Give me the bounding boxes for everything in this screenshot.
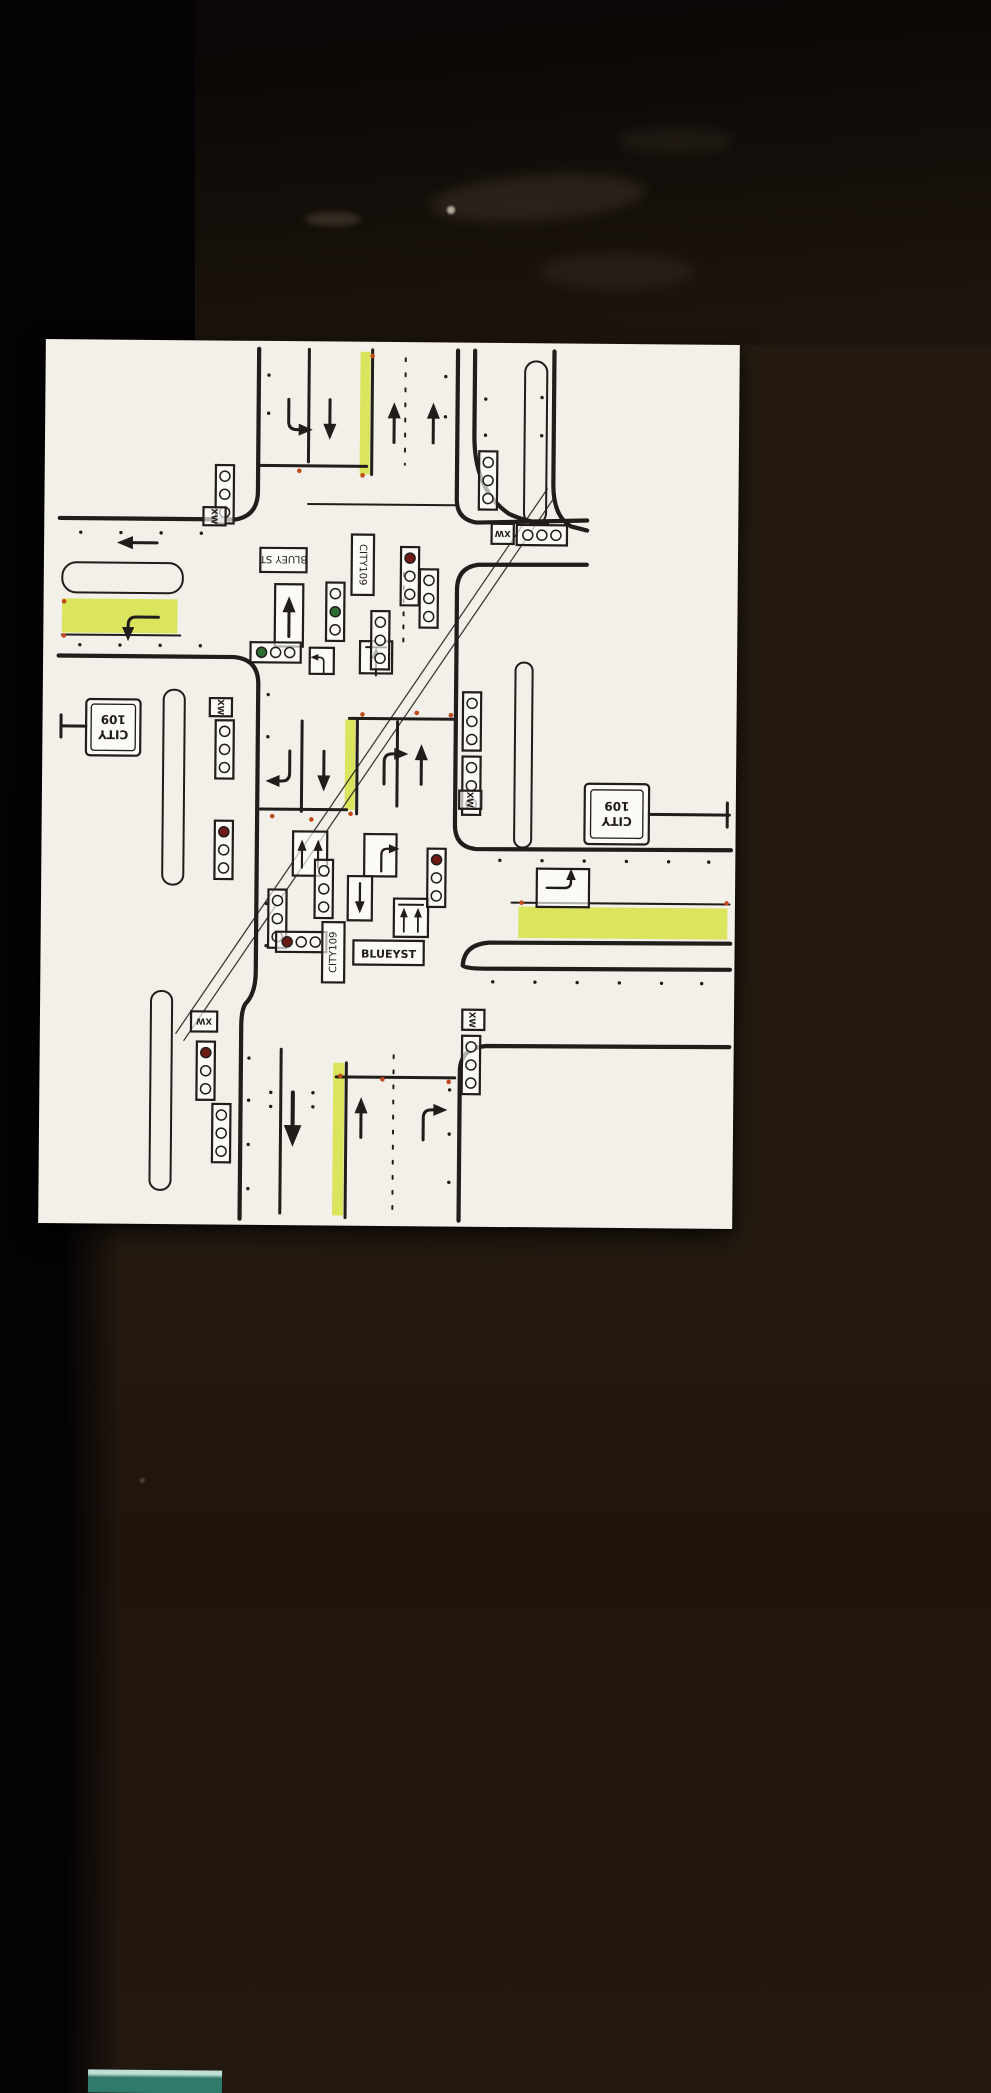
traffic-signal-icon [214, 719, 235, 780]
street-signs: CITY 109 CITY 109 BLUEY ST [59, 533, 731, 984]
median-island [148, 989, 174, 1191]
highlight-lane [359, 351, 371, 475]
street-label-bluey-st-top: BLUEY ST [259, 546, 308, 574]
sign-text: CITY [601, 814, 632, 828]
crosswalk-label: XW [494, 528, 511, 538]
median-island [513, 661, 534, 849]
street-label-city109-mid: CITY109 [320, 920, 346, 984]
arrow-box [535, 867, 591, 909]
sign-text: 109 [101, 712, 126, 726]
diagonal-guide-lines [175, 488, 556, 1042]
sign-text: CITY [98, 727, 129, 741]
median-island [61, 561, 184, 595]
traffic-signal-icon [249, 641, 302, 664]
street-label: CITY109 [357, 544, 368, 585]
arrow-box [362, 832, 401, 878]
highlight-lane [331, 1062, 345, 1216]
street-label: CITY109 [328, 932, 339, 973]
sign-text: 109 [604, 799, 629, 813]
traffic-signal-icon [369, 609, 391, 671]
lane-arrow-turn-icon [263, 749, 292, 789]
traffic-signal-icon [460, 1034, 482, 1096]
crosswalk-label: XW [208, 508, 218, 525]
edge-dots [78, 373, 711, 1191]
median-island [161, 688, 186, 886]
crosswalk-signal-icon: XW [208, 696, 234, 718]
traffic-signal-icon [213, 819, 235, 881]
traffic-signal-icon [324, 581, 346, 643]
traffic-signal-icon [477, 450, 499, 511]
crosswalk-signal-icon: XW [189, 1010, 219, 1033]
boxed-arrow-signs [273, 582, 591, 939]
traffic-signal-icon [418, 568, 440, 629]
traffic-signal-icon [274, 930, 328, 954]
traffic-signal-icon [210, 1102, 232, 1164]
street-label: BLUEYST [361, 948, 417, 961]
lane-arrow-straight-icon [385, 400, 403, 445]
lane-arrow-straight-icon [413, 742, 430, 786]
crosswalk-label: XW [195, 1015, 212, 1025]
traffic-signal-icon [195, 1040, 217, 1102]
lane-arrow-straight-icon [315, 749, 333, 794]
table-speck [447, 206, 455, 214]
lane-arrow-straight-icon [352, 1095, 370, 1139]
street-label: BLUEY ST [259, 553, 307, 564]
crosswalk-label: XW [464, 792, 474, 809]
dark-top-left-corner [0, 0, 195, 362]
arrow-box [346, 874, 374, 922]
table-speck [140, 1478, 145, 1483]
street-label-city109-top: CITY109 [350, 533, 376, 597]
stop-bar-marker-dots [61, 353, 729, 1085]
crosswalk-label: XW [215, 699, 225, 716]
traffic-signal-icon [515, 523, 569, 547]
crosswalk-signal-icon: XW [461, 1008, 486, 1032]
traffic-signal-icon [313, 858, 335, 920]
street-label-bluey-st-mid: BLUEYST [352, 939, 425, 967]
table-scratch [305, 212, 361, 226]
arrow-box [273, 582, 305, 648]
arrow-box [392, 897, 430, 939]
traffic-signal-icon [461, 691, 483, 752]
lane-arrow-left-icon [115, 534, 159, 551]
lane-arrow-straight-icon [284, 1092, 302, 1146]
median-island [522, 360, 549, 526]
table-smudge [618, 128, 733, 154]
traffic-signal-icon [399, 545, 421, 607]
lane-markings [60, 347, 731, 1220]
lane-arrow-straight-icon [321, 398, 339, 442]
lane-arrow-straight-icon [425, 401, 442, 445]
street-sign-city-109-right: CITY 109 [583, 782, 731, 846]
arrow-box [308, 646, 336, 676]
crosswalk-signal-icon: XW [457, 789, 483, 811]
traffic-signal-icon [425, 847, 447, 909]
highlight-lane [61, 598, 178, 634]
highlight-lane [518, 906, 728, 940]
hand-drawn-intersection-map: XW XW XW XW XW [56, 346, 734, 1223]
crosswalk-label: XW [466, 1012, 476, 1029]
crosswalk-signal-icon: XW [490, 522, 515, 546]
teal-object-edge [87, 2069, 223, 2093]
traffic-signals [195, 450, 569, 1164]
table-surface-bottom [0, 1233, 991, 2093]
paper-sheet: XW XW XW XW XW [38, 338, 740, 1230]
street-sign-city-109-left: CITY 109 [59, 697, 142, 757]
crosswalk-signal-icon: XW [202, 506, 227, 527]
crosswalk-signals: XW XW XW XW XW [189, 506, 515, 1033]
table-smudge [540, 253, 695, 289]
highlight-lane [344, 719, 356, 810]
lane-arrow-turn-icon [421, 1102, 449, 1142]
highlighted-lanes [61, 351, 728, 1216]
